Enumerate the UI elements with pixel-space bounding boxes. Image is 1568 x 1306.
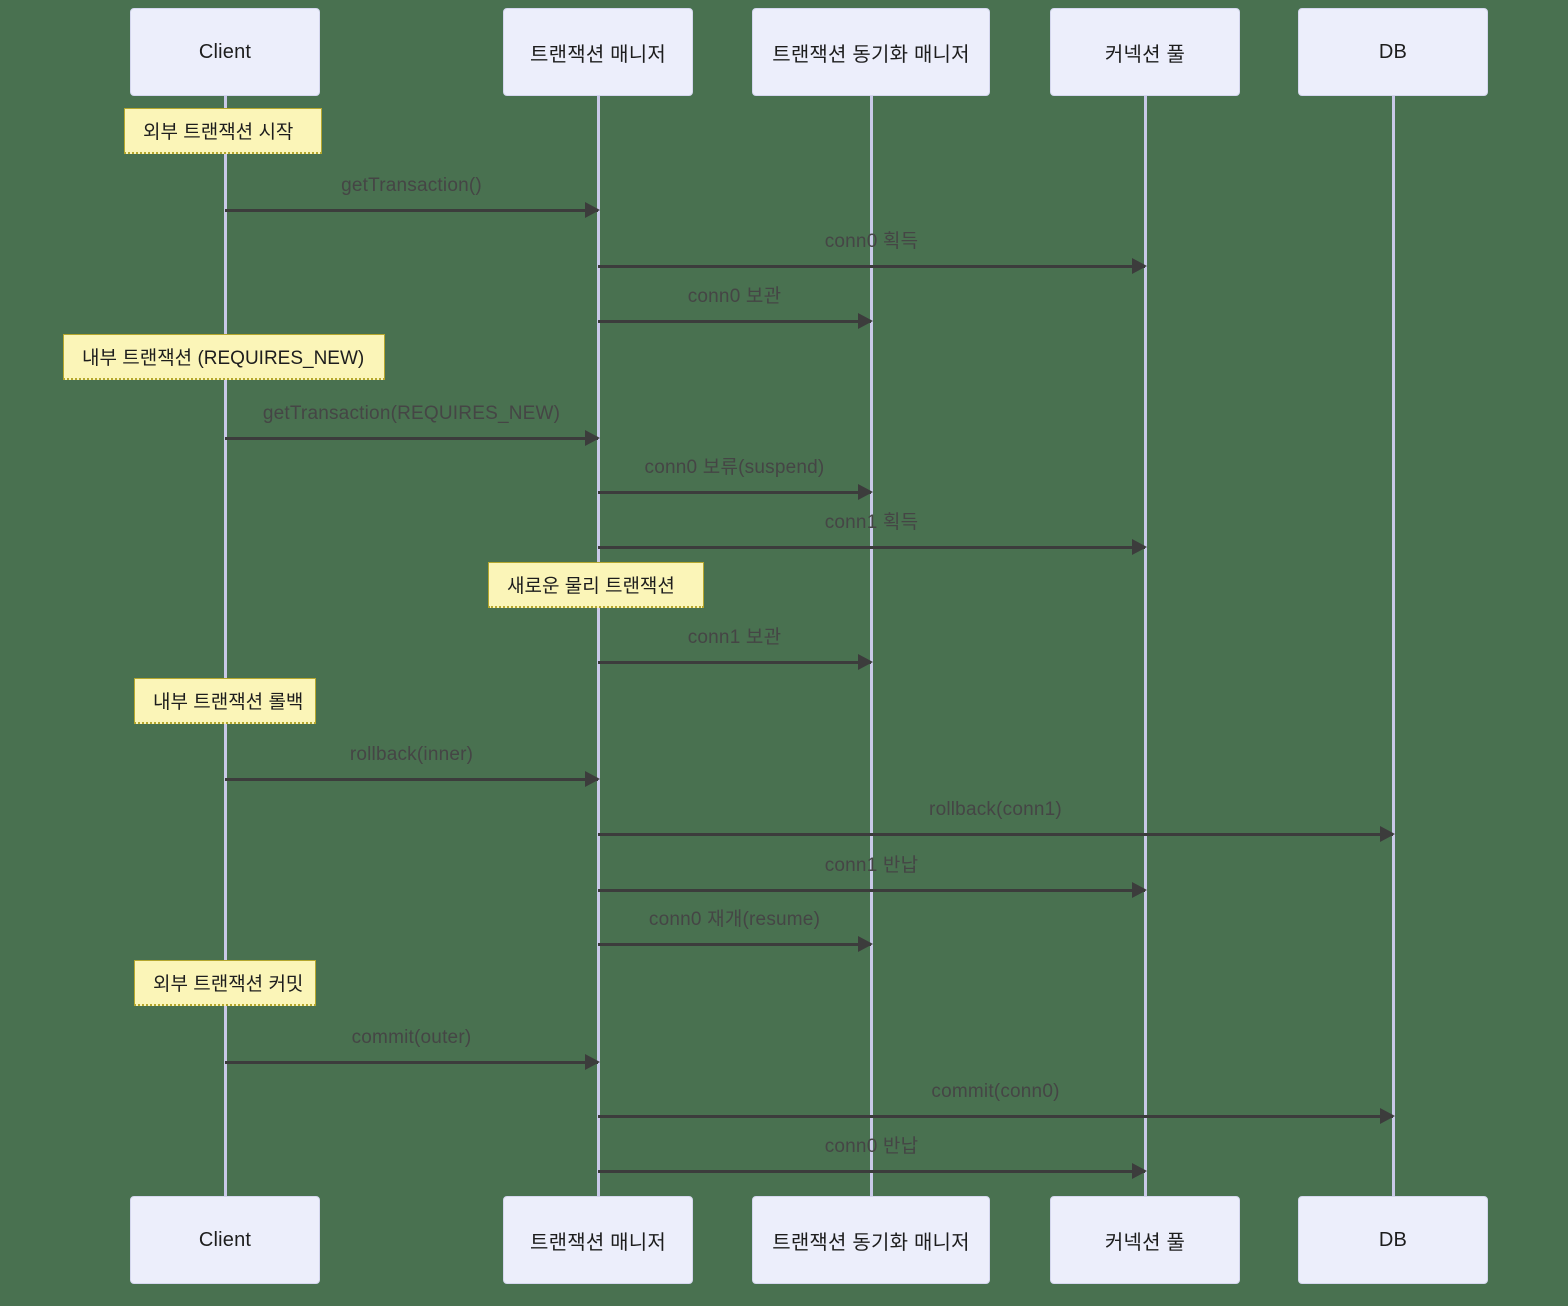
lifeline-connection-pool — [1144, 96, 1147, 1196]
lifeline-client — [224, 96, 227, 1196]
message-label: conn1 반납 — [824, 855, 919, 876]
note-label: 내부 트랜잭션 (REQUIRES_NEW) — [82, 348, 365, 369]
participant-label: 트랜잭션 매니저 — [530, 43, 666, 66]
arrowhead-icon — [858, 654, 873, 670]
message-line — [225, 437, 598, 440]
note-inner-requires-new: 내부 트랜잭션 (REQUIRES_NEW) — [63, 334, 385, 380]
note-inner-rollback: 내부 트랜잭션 롤백 — [134, 678, 316, 724]
message-line — [598, 1115, 1393, 1118]
message-label: conn0 보류(suspend) — [644, 457, 825, 478]
message-label: conn0 재개(resume) — [648, 909, 821, 930]
participant-label: 트랜잭션 동기화 매니저 — [772, 1231, 970, 1254]
participant-tx-manager-top[interactable]: 트랜잭션 매니저 — [503, 8, 693, 96]
participant-client-top[interactable]: Client — [130, 8, 320, 96]
participant-label: 트랜잭션 동기화 매니저 — [772, 43, 970, 66]
message-line — [598, 265, 1145, 268]
arrowhead-icon — [858, 484, 873, 500]
message-line — [598, 1170, 1145, 1173]
message-label: conn1 획득 — [824, 512, 919, 533]
message-line — [598, 943, 871, 946]
message-line — [598, 889, 1145, 892]
arrowhead-icon — [858, 936, 873, 952]
message-label: getTransaction() — [341, 175, 482, 196]
note-label: 새로운 물리 트랜잭션 — [507, 576, 675, 597]
message-line — [598, 833, 1393, 836]
lifeline-tx-manager — [597, 96, 600, 1196]
message-line — [225, 778, 598, 781]
participant-label: 커넥션 풀 — [1104, 43, 1186, 66]
note-outer-start: 외부 트랜잭션 시작 — [124, 108, 322, 154]
arrowhead-icon — [585, 1054, 600, 1070]
note-label: 내부 트랜잭션 롤백 — [153, 692, 304, 713]
participant-label: Client — [198, 40, 252, 63]
arrowhead-icon — [1380, 826, 1395, 842]
arrowhead-icon — [1132, 258, 1147, 274]
arrowhead-icon — [1380, 1108, 1395, 1124]
note-new-physical-tx: 새로운 물리 트랜잭션 — [488, 562, 704, 608]
message-line — [598, 661, 871, 664]
arrowhead-icon — [1132, 882, 1147, 898]
lifeline-db — [1392, 96, 1395, 1196]
message-label: conn0 보관 — [687, 286, 782, 307]
message-label: conn0 반납 — [824, 1136, 919, 1157]
message-label: commit(conn0) — [931, 1081, 1060, 1102]
participant-label: 트랜잭션 매니저 — [530, 1231, 666, 1254]
participant-tx-manager-bottom[interactable]: 트랜잭션 매니저 — [503, 1196, 693, 1284]
message-line — [225, 1061, 598, 1064]
participant-connection-pool-top[interactable]: 커넥션 풀 — [1050, 8, 1240, 96]
participant-tx-sync-manager-top[interactable]: 트랜잭션 동기화 매니저 — [752, 8, 990, 96]
arrowhead-icon — [585, 202, 600, 218]
message-label: conn0 획득 — [824, 231, 919, 252]
participant-client-bottom[interactable]: Client — [130, 1196, 320, 1284]
message-label: conn1 보관 — [687, 627, 782, 648]
arrowhead-icon — [585, 771, 600, 787]
arrowhead-icon — [1132, 539, 1147, 555]
message-label: rollback(conn1) — [929, 799, 1062, 820]
participant-tx-sync-manager-bottom[interactable]: 트랜잭션 동기화 매니저 — [752, 1196, 990, 1284]
participant-db-top[interactable]: DB — [1298, 8, 1488, 96]
participant-db-bottom[interactable]: DB — [1298, 1196, 1488, 1284]
message-label: rollback(inner) — [349, 744, 474, 765]
message-line — [225, 209, 598, 212]
arrowhead-icon — [858, 313, 873, 329]
participant-connection-pool-bottom[interactable]: 커넥션 풀 — [1050, 1196, 1240, 1284]
participant-label: Client — [198, 1228, 252, 1251]
participant-label: 커넥션 풀 — [1104, 1231, 1186, 1254]
note-outer-commit: 외부 트랜잭션 커밋 — [134, 960, 316, 1006]
message-line — [598, 546, 1145, 549]
participant-label: DB — [1378, 40, 1408, 63]
note-label: 외부 트랜잭션 시작 — [143, 122, 294, 143]
arrowhead-icon — [1132, 1163, 1147, 1179]
lifeline-tx-sync-manager — [870, 96, 873, 1196]
message-label: commit(outer) — [351, 1027, 472, 1048]
arrowhead-icon — [585, 430, 600, 446]
message-label: getTransaction(REQUIRES_NEW) — [262, 403, 561, 424]
note-label: 외부 트랜잭션 커밋 — [153, 974, 304, 995]
message-line — [598, 491, 871, 494]
message-line — [598, 320, 871, 323]
participant-label: DB — [1378, 1228, 1408, 1251]
